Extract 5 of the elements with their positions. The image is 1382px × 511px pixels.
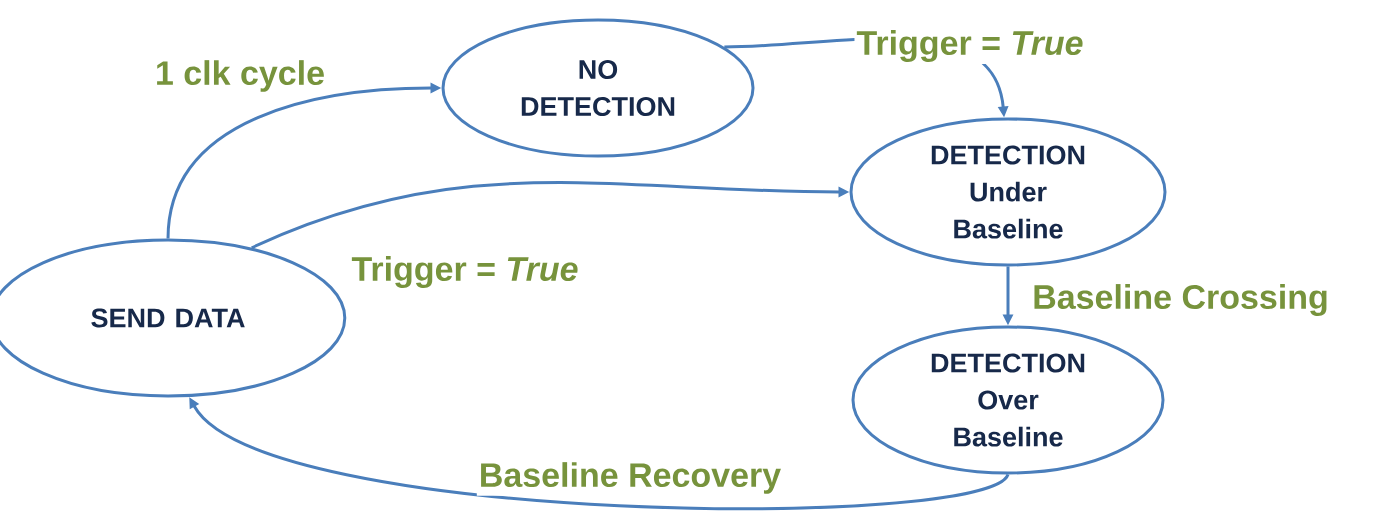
edge-label: Trigger = True (854, 28, 1086, 64)
edge-label: Baseline Recovery (476, 460, 784, 496)
edge-label: 1 clk cycle (152, 58, 328, 94)
edge-label: Baseline Crossing (1030, 282, 1331, 318)
edge-label: Trigger = True (349, 254, 581, 290)
